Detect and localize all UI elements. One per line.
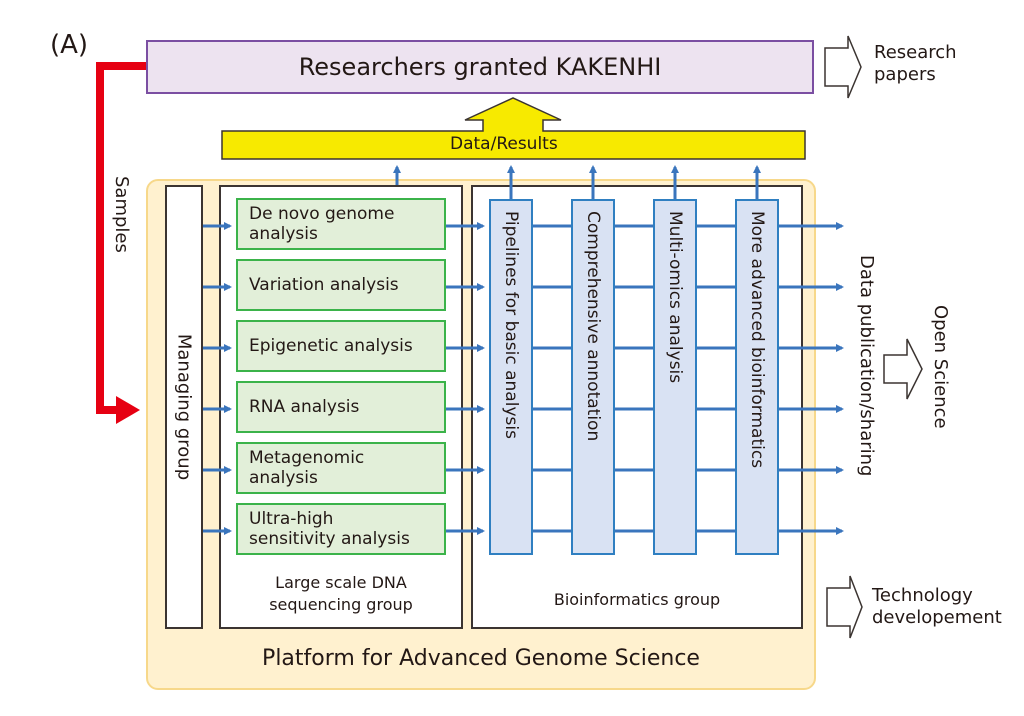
analysis-box-rna: RNA analysis xyxy=(236,381,446,433)
samples-label: Samples xyxy=(111,176,132,253)
bio-column-advanced: More advanced bioinformatics xyxy=(735,199,779,555)
data-results-arrow xyxy=(221,97,806,160)
dna-group-label: Large scale DNA sequencing group xyxy=(269,573,413,614)
research-papers-label: Research papers xyxy=(874,42,957,85)
bio-group-label: Bioinformatics group xyxy=(553,590,721,609)
open-science-hollow-arrow xyxy=(883,338,923,400)
data-publication-label: Data publication/sharing xyxy=(856,255,877,477)
bio-column-multi-omics: Multi-omics analysis xyxy=(653,199,697,555)
bio-column-annotation: Comprehensive annotation xyxy=(571,199,615,555)
technology-hollow-arrow xyxy=(826,575,863,639)
panel-label: (A) xyxy=(50,30,89,60)
technology-development-label: Technology developement xyxy=(872,585,1002,628)
research-papers-hollow-arrow xyxy=(824,35,862,99)
analysis-box-variation: Variation analysis xyxy=(236,259,446,311)
analysis-box-epigenetic: Epigenetic analysis xyxy=(236,320,446,372)
samples-arrow xyxy=(96,62,146,414)
samples-arrowhead xyxy=(116,396,140,424)
researchers-box: Researchers granted KAKENHI xyxy=(146,40,814,94)
up-arrows xyxy=(393,165,761,199)
data-results-label: Data/Results xyxy=(450,134,558,154)
open-science-label: Open Science xyxy=(930,305,951,429)
researchers-label: Researchers granted KAKENHI xyxy=(298,53,662,81)
managing-group-label: Managing group xyxy=(173,333,195,481)
platform-title: Platform for Advanced Genome Science xyxy=(262,646,700,671)
bio-column-pipelines: Pipelines for basic analysis xyxy=(489,199,533,555)
managing-group-box: Managing group xyxy=(165,185,203,629)
